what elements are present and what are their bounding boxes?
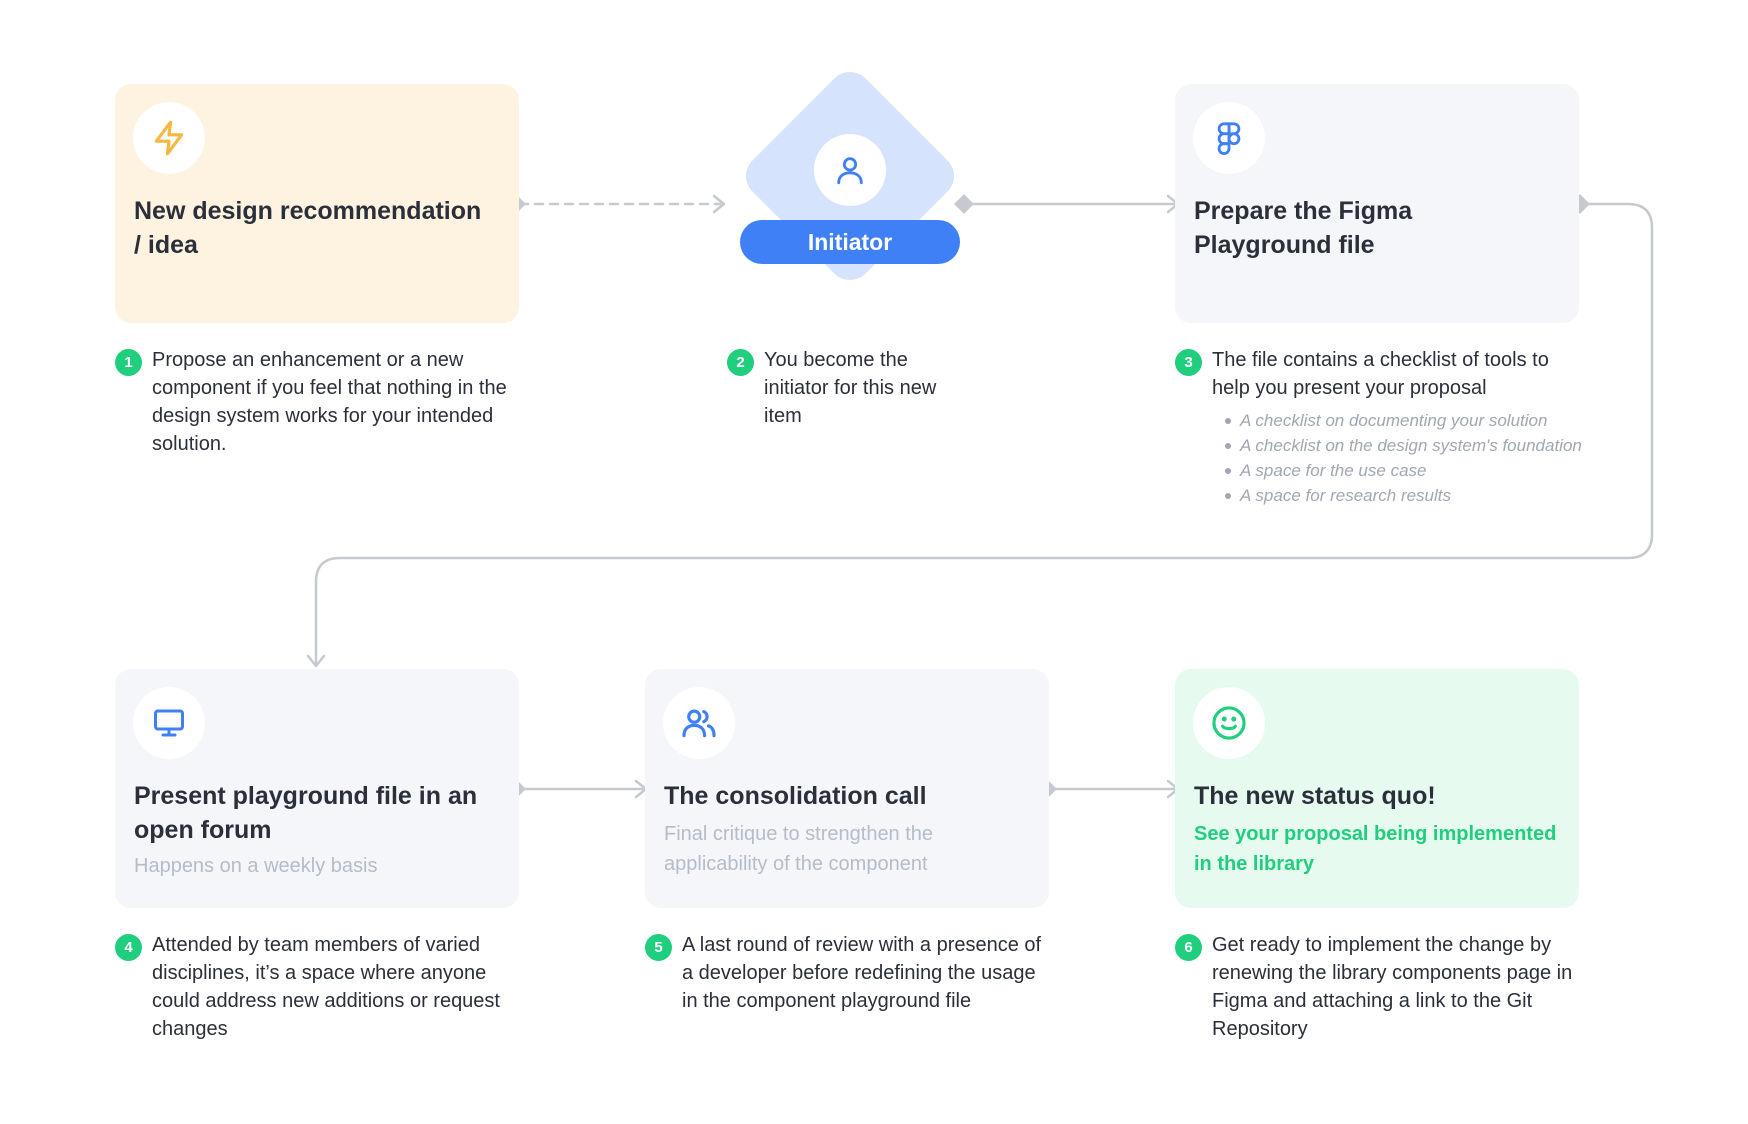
step-text: Propose an enhancement or a new componen… (152, 349, 507, 455)
step-text: You become the initiator for this new it… (764, 349, 937, 427)
step-number: 1 (115, 349, 142, 376)
status-quo-subtitle: See your proposal being implemented in t… (1194, 823, 1557, 875)
icon-holder (814, 134, 886, 206)
step-number: 2 (727, 349, 754, 376)
users-icon (682, 709, 716, 738)
list-item: A checklist on the design system's found… (1220, 433, 1582, 458)
consolidation-title: The consolidation call (664, 782, 927, 810)
icon-holder (1193, 102, 1265, 174)
figma-icon (1217, 122, 1241, 155)
step-number: 6 (1175, 934, 1202, 961)
icon-holder (663, 687, 735, 759)
monitor-icon (154, 709, 184, 737)
prepare-card: Prepare the Figma Playground file (1175, 84, 1579, 323)
lightning-icon (154, 120, 184, 156)
status-quo-card: The new status quo! See your proposal be… (1175, 669, 1579, 908)
idea-title: New design recommendation / idea (134, 197, 482, 259)
consolidation-card: The consolidation call Final critique to… (645, 669, 1049, 908)
connector-prepare-present (314, 202, 1654, 666)
bullet-text: A checklist on the design system's found… (1240, 436, 1582, 455)
smile-icon (1212, 706, 1246, 740)
step-text: Get ready to implement the change by ren… (1212, 934, 1573, 1040)
step-text: Attended by team members of varied disci… (152, 934, 500, 1040)
status-quo-title: The new status quo! (1194, 782, 1436, 810)
consolidation-subtitle: Final critique to strengthen the applica… (664, 823, 934, 875)
present-subtitle: Happens on a weekly basis (134, 855, 378, 877)
step-number: 4 (115, 934, 142, 961)
initiator-label: Initiator (740, 220, 960, 264)
step-text: A last round of review with a presence o… (682, 934, 1042, 1012)
user-icon (837, 157, 863, 185)
idea-card: New design recommendation / idea (115, 84, 519, 323)
present-card: Present playground file in an open forum… (115, 669, 519, 908)
bullet-text: A space for research results (1240, 486, 1452, 505)
list-item: A space for research results (1220, 483, 1582, 508)
list-item: A space for the use case (1220, 458, 1582, 483)
prepare-title: Prepare the Figma Playground file (1194, 197, 1413, 259)
icon-holder (133, 687, 205, 759)
step-number: 5 (645, 934, 672, 961)
step-number: 3 (1175, 349, 1202, 376)
bullet-text: A checklist on documenting your solution (1240, 411, 1548, 430)
present-title: Present playground file in an open forum (134, 782, 478, 844)
icon-holder (133, 102, 205, 174)
list-item: A checklist on documenting your solution (1220, 408, 1582, 433)
bullet-text: A space for the use case (1240, 461, 1427, 480)
icon-holder (1193, 687, 1265, 759)
step-3-checklist: A checklist on documenting your solution… (1220, 408, 1582, 508)
step-text: The file contains a checklist of tools t… (1212, 349, 1549, 399)
